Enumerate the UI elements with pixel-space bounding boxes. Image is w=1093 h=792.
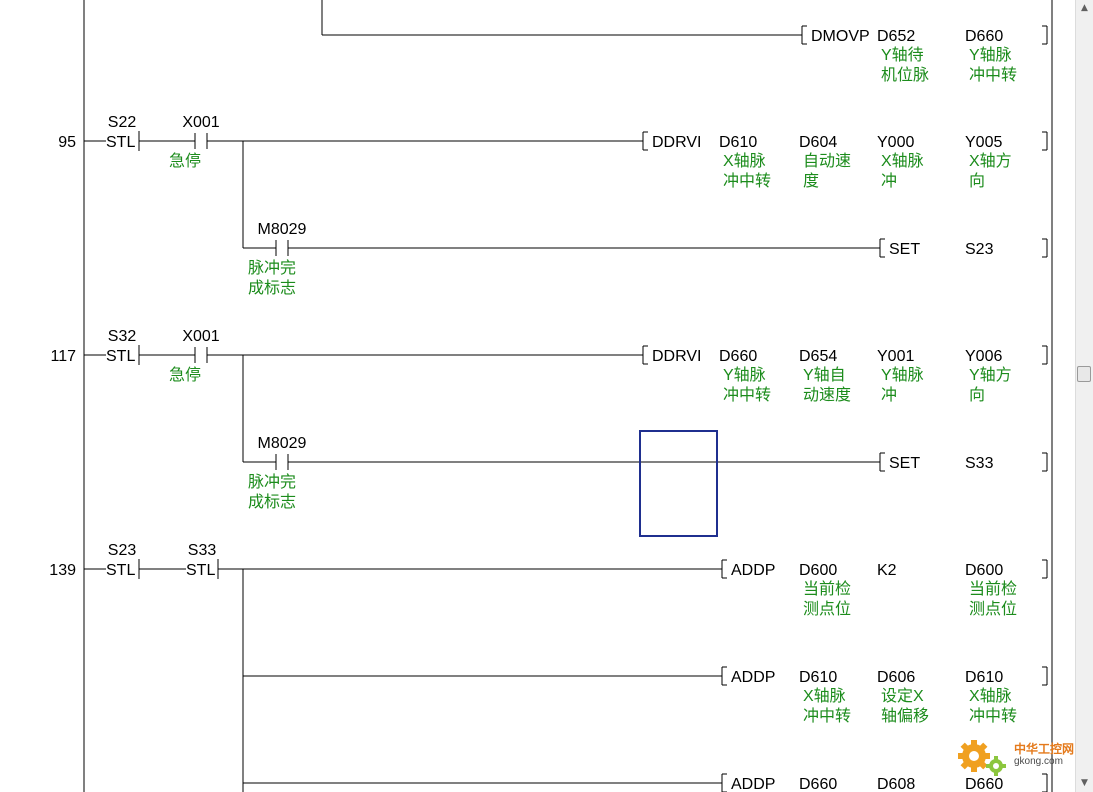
- operand-name: Y001: [877, 348, 914, 365]
- operand-comment: 冲中转: [969, 707, 1017, 725]
- operand-comment: 设定X: [881, 687, 924, 705]
- operand-comment: 测点位: [969, 600, 1017, 618]
- operand-name: D600: [965, 562, 1003, 579]
- operand-comment: 向: [969, 172, 985, 190]
- contact-comment: 脉冲完: [248, 473, 296, 491]
- operand-comment: 自动速: [803, 152, 851, 170]
- watermark-title: 中华工控网: [1014, 742, 1075, 756]
- contact-comment: 脉冲完: [248, 259, 296, 277]
- contact-comment: 急停: [169, 366, 201, 384]
- operand-comment: X轴脉: [881, 152, 924, 170]
- operand-name: D600: [799, 562, 837, 579]
- step-number: 139: [49, 562, 76, 579]
- operand-name: D660: [965, 28, 1003, 45]
- operand-comment: X轴方: [969, 152, 1012, 170]
- contact-name: S23: [108, 542, 137, 559]
- instruction-op: SET: [889, 241, 920, 258]
- watermark-logo: 中华工控网 gkong.com: [952, 734, 1086, 786]
- instruction-op: ADDP: [731, 669, 775, 686]
- operand-name: S23: [965, 241, 994, 258]
- operand-comment: 向: [969, 386, 985, 404]
- operand-name: D610: [965, 669, 1003, 686]
- contact-name: X001: [182, 114, 219, 131]
- contact-comment: 成标志: [248, 279, 296, 297]
- operand-name: Y006: [965, 348, 1002, 365]
- contact-name: S22: [108, 114, 137, 131]
- operand-name: D610: [719, 134, 757, 151]
- operand-name: Y000: [877, 134, 914, 151]
- operand-comment: 冲中转: [803, 707, 851, 725]
- stl-label: STL: [106, 134, 135, 151]
- instruction-op: DMOVP: [811, 28, 870, 45]
- operand-comment: 测点位: [803, 600, 851, 618]
- operand-name: S33: [965, 455, 994, 472]
- operand-comment: 冲中转: [969, 66, 1017, 84]
- operand-name: D660: [799, 776, 837, 792]
- contact-comment: 成标志: [248, 493, 296, 511]
- operand-comment: 动速度: [803, 386, 851, 404]
- step-number: 95: [58, 134, 76, 151]
- contact-name: X001: [182, 328, 219, 345]
- operand-name: D654: [799, 348, 837, 365]
- stl-label: STL: [106, 562, 135, 579]
- operand-comment: 冲中转: [723, 172, 771, 190]
- operand-comment: 当前检: [969, 580, 1017, 598]
- operand-comment: Y轴脉: [969, 46, 1012, 64]
- operand-comment: 冲中转: [723, 386, 771, 404]
- watermark-url: gkong.com: [1014, 756, 1063, 767]
- instruction-op: ADDP: [731, 562, 775, 579]
- operand-name: D652: [877, 28, 915, 45]
- scroll-down-arrow-icon[interactable]: ▼: [1081, 778, 1088, 788]
- operand-name: D660: [965, 776, 1003, 792]
- operand-comment: Y轴脉: [723, 366, 766, 384]
- instruction-op: SET: [889, 455, 920, 472]
- cell-cursor[interactable]: [639, 430, 718, 537]
- contact-name: M8029: [258, 221, 307, 238]
- gear-icon: [958, 740, 1006, 776]
- operand-comment: X轴脉: [723, 152, 766, 170]
- contact-name: S32: [108, 328, 137, 345]
- operand-comment: 冲: [881, 172, 897, 190]
- operand-comment: 度: [803, 172, 819, 190]
- operand-comment: Y轴脉: [881, 366, 924, 384]
- contact-name: S33: [188, 542, 217, 559]
- step-number: 117: [50, 348, 76, 365]
- stl-label: STL: [106, 348, 135, 365]
- operand-comment: Y轴自: [803, 366, 846, 384]
- operand-name: D660: [719, 348, 757, 365]
- operand-name: D610: [799, 669, 837, 686]
- operand-comment: 轴偏移: [881, 707, 929, 725]
- operand-name: Y005: [965, 134, 1002, 151]
- stl-label: STL: [186, 562, 215, 579]
- instruction-op: ADDP: [731, 776, 775, 792]
- scroll-thumb[interactable]: [1077, 366, 1091, 382]
- operand-name: D604: [799, 134, 837, 151]
- operand-comment: 机位脉: [881, 66, 929, 84]
- instruction-op: DDRVI: [652, 134, 702, 151]
- contact-name: M8029: [258, 435, 307, 452]
- instruction-op: DDRVI: [652, 348, 702, 365]
- ladder-wires: [83, 0, 1053, 792]
- scroll-up-arrow-icon[interactable]: ▲: [1081, 3, 1088, 13]
- operand-comment: 冲: [881, 386, 897, 404]
- operand-comment: Y轴方: [969, 366, 1012, 384]
- operand-comment: 当前检: [803, 580, 851, 598]
- vertical-scrollbar[interactable]: ▲ ▼: [1075, 0, 1093, 792]
- operand-name: D608: [877, 776, 915, 792]
- operand-comment: Y轴待: [881, 46, 924, 64]
- contact-comment: 急停: [169, 152, 201, 170]
- operand-name: K2: [877, 562, 897, 579]
- operand-name: D606: [877, 669, 915, 686]
- operand-comment: X轴脉: [969, 687, 1012, 705]
- operand-comment: X轴脉: [803, 687, 846, 705]
